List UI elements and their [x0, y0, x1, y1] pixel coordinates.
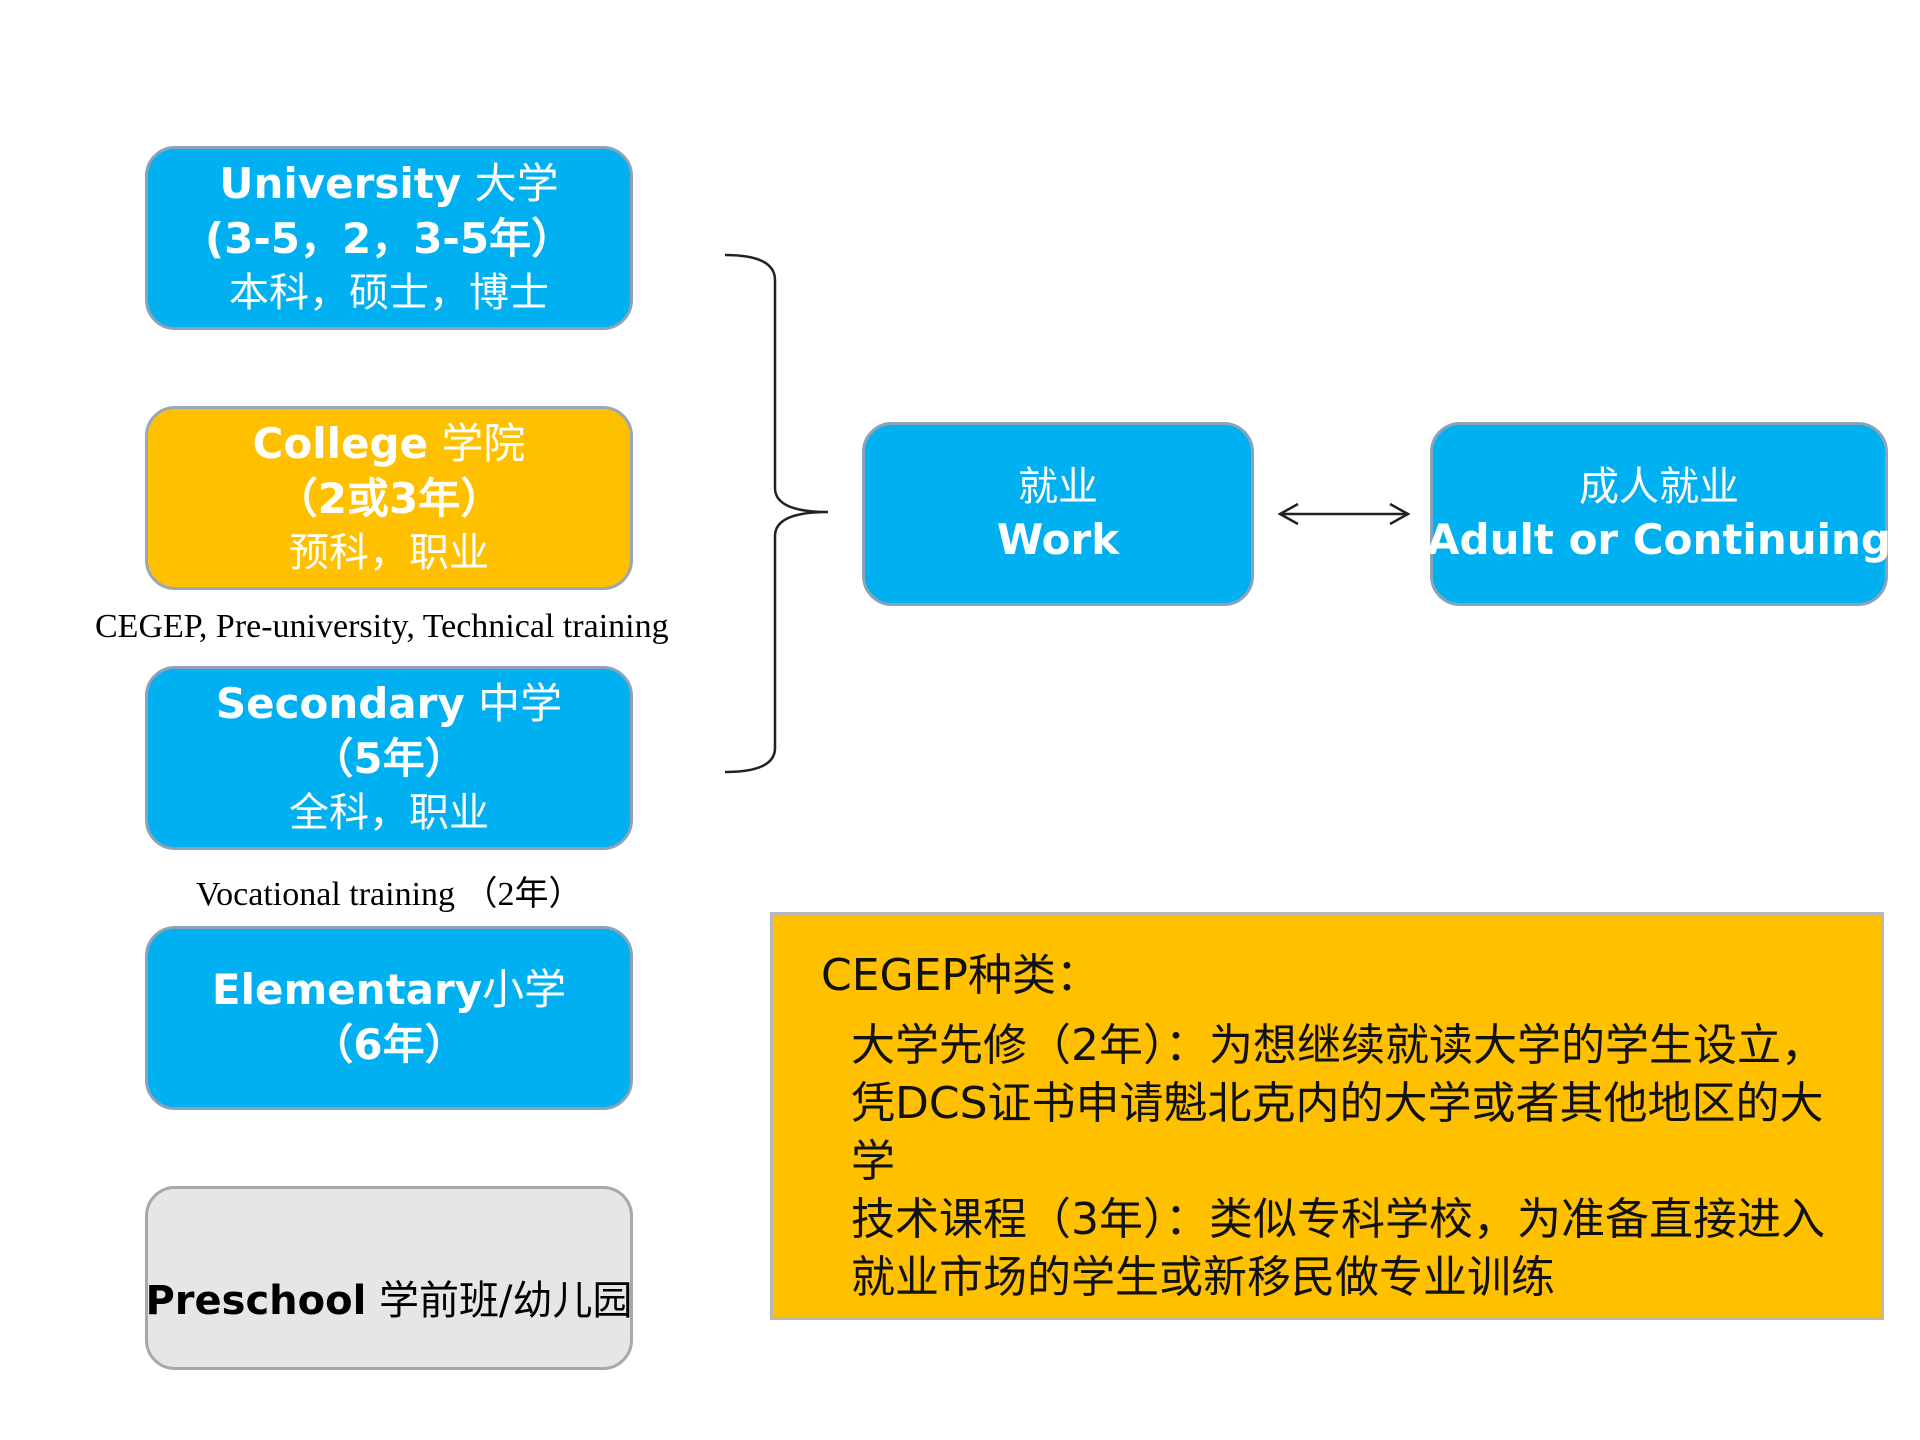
secondary-detail: 全科，职业 — [289, 789, 489, 836]
elementary-title: Elementary小学 — [212, 963, 566, 1018]
university-name-cn: 大学 — [474, 159, 559, 209]
preschool-title: Preschool 学前班/幼儿园 — [145, 1275, 632, 1327]
elementary-box: Elementary小学 （6年） — [145, 926, 633, 1110]
secondary-name: Secondary — [215, 679, 465, 729]
secondary-title: Secondary 中学 — [216, 677, 562, 732]
college-detail: 预科，职业 — [289, 529, 489, 576]
secondary-years: （5年） — [311, 734, 467, 783]
cegep-label: CEGEP, Pre-university, Technical trainin… — [95, 608, 669, 645]
preschool-name-cn: 学前班/幼儿园 — [379, 1278, 633, 1324]
university-name: University — [219, 159, 462, 209]
cegep-types-note: CEGEP种类： 大学先修（2年）：为想继续就读大学的学生设立，凭DCS证书申请… — [770, 912, 1884, 1320]
elementary-years: （6年） — [311, 1020, 467, 1069]
secondary-box: Secondary 中学 （5年） 全科，职业 — [145, 666, 633, 850]
university-box: University 大学 (3-5，2，3-5年） 本科，硕士，博士 — [145, 146, 633, 330]
adult-name: Adult or Continuing — [1427, 514, 1891, 564]
elementary-name-cn: 小学 — [482, 965, 567, 1015]
work-name: Work — [996, 514, 1120, 564]
college-years: （2或3年） — [275, 474, 503, 523]
work-name-cn: 就业 — [1018, 463, 1098, 510]
work-box: 就业 Work — [862, 422, 1254, 606]
elementary-name: Elementary — [211, 965, 483, 1015]
university-detail: 本科，硕士，博士 — [229, 269, 549, 316]
note-title: CEGEP种类： — [821, 950, 1100, 1001]
adult-name-cn: 成人就业 — [1579, 463, 1739, 510]
note-paragraph-technical: 技术课程（3年）：类似专科学校，为准备直接进入就业市场的学生或新移民做专业训练 — [851, 1194, 1825, 1303]
preschool-box: Preschool 学前班/幼儿园 — [145, 1186, 633, 1370]
right-brace — [724, 253, 829, 774]
college-box: College 学院 （2或3年） 预科，职业 — [145, 406, 633, 590]
college-name: College — [252, 419, 429, 469]
note-paragraph-pre-university: 大学先修（2年）：为想继续就读大学的学生设立，凭DCS证书申请魁北克内的大学或者… — [851, 1020, 1825, 1187]
vocational-label: Vocational training （2年） — [196, 876, 583, 913]
preschool-name: Preschool — [145, 1278, 367, 1324]
adult-continuing-box: 成人就业 Adult or Continuing — [1427, 422, 1891, 606]
secondary-name-cn: 中学 — [478, 679, 563, 729]
college-name-cn: 学院 — [441, 419, 526, 469]
college-title: College 学院 — [253, 417, 526, 472]
university-years: (3-5，2，3-5年） — [204, 214, 574, 263]
double-arrow — [1277, 502, 1411, 526]
university-title: University 大学 — [219, 157, 558, 212]
